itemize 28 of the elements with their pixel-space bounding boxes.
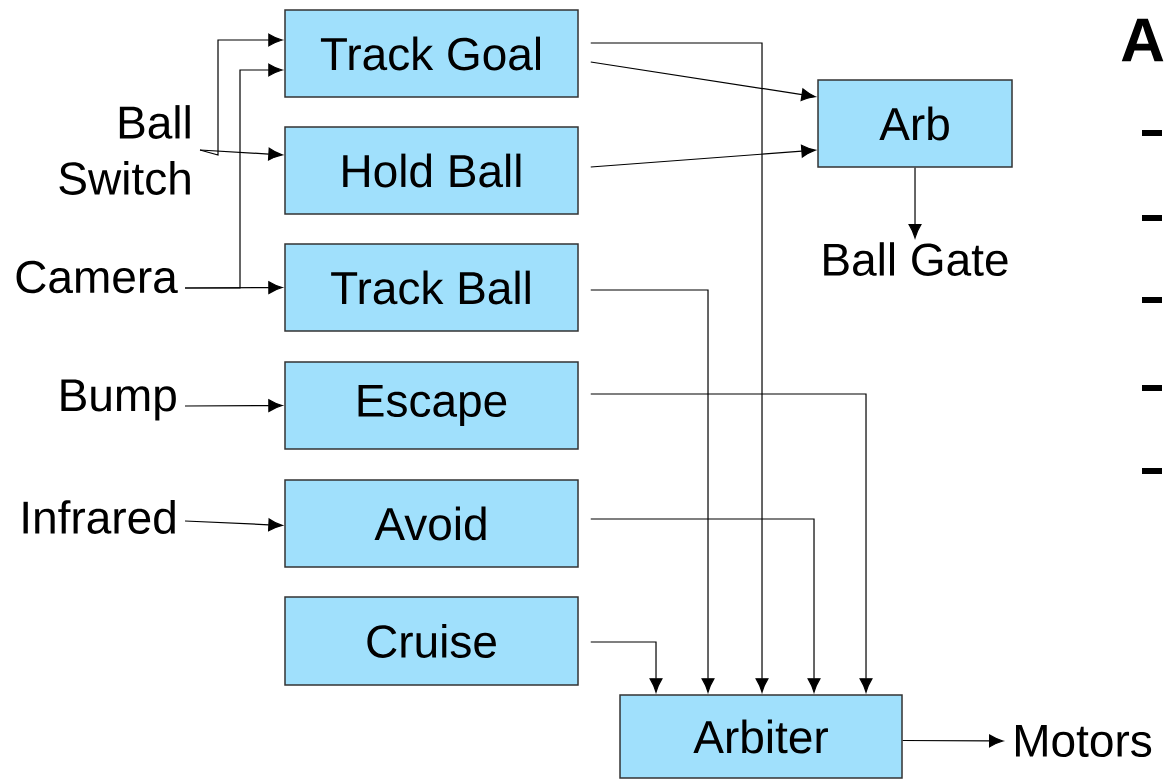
arrow bbox=[184, 518, 283, 532]
behavior-box: Cruise bbox=[284, 596, 579, 686]
arrow bbox=[590, 61, 816, 102]
heading-letter: A bbox=[1121, 18, 1164, 62]
arrow bbox=[590, 518, 821, 693]
output-label: Ball Gate bbox=[824, 242, 1008, 276]
arrow bbox=[902, 734, 1004, 748]
input-label: Ball Switch bbox=[59, 105, 190, 195]
input-label: Camera bbox=[16, 260, 178, 294]
arrow bbox=[590, 289, 715, 693]
arrow bbox=[184, 399, 283, 413]
behavior-box: Avoid bbox=[284, 479, 579, 568]
behavior-box: Track Ball bbox=[284, 243, 579, 332]
input-label: Bump bbox=[61, 379, 176, 421]
arrow bbox=[184, 281, 283, 295]
arrow bbox=[590, 144, 816, 168]
behavior-box: Hold Ball bbox=[284, 126, 579, 215]
arrow bbox=[590, 42, 769, 693]
arrow bbox=[590, 641, 663, 693]
behavior-box: Escape bbox=[284, 361, 579, 450]
arrow bbox=[908, 167, 922, 239]
input-label: Infrared bbox=[23, 500, 175, 534]
arrow bbox=[199, 147, 283, 161]
behavior-box: Track Goal bbox=[284, 9, 579, 98]
output-label: Motors bbox=[1016, 724, 1152, 758]
arbiter-box: Arb bbox=[817, 79, 1013, 168]
arrow bbox=[590, 393, 873, 693]
arbiter-box: Arbiter bbox=[619, 694, 903, 779]
